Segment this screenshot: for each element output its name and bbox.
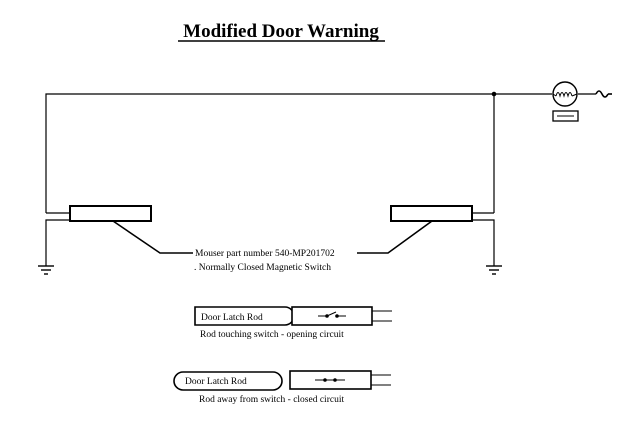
magnetic-switch (291, 306, 373, 326)
door-latch-rod-label: Door Latch Rod (185, 377, 247, 387)
page-title: Modified Door Warning (183, 21, 379, 42)
example-caption: Rod touching switch - opening circuit (200, 330, 344, 340)
switch-leads (371, 374, 391, 386)
switch-contact-icon (318, 311, 346, 318)
ground-symbol-icon (486, 265, 502, 275)
left-magnetic-switch (69, 205, 152, 222)
right-magnetic-switch (390, 205, 473, 222)
warning-lamp-icon (552, 81, 579, 122)
switch-part-number: Mouser part number 540-MP201702 (195, 249, 335, 259)
example-closed-circuit: Door Latch Rod Rod away from switch - cl… (173, 370, 391, 405)
switch-contact-icon (315, 378, 345, 382)
example-open-circuit: Door Latch Rod Rod touching switch - ope… (194, 306, 392, 340)
example-caption: Rod away from switch - closed circuit (199, 394, 344, 405)
circuit-wiring (45, 93, 596, 266)
ac-source-icon (595, 90, 612, 98)
ground-symbol-icon (38, 265, 54, 275)
switch-leads (372, 310, 392, 322)
door-latch-rod (173, 371, 283, 391)
door-latch-rod-label: Door Latch Rod (201, 313, 263, 323)
junction-dot (491, 91, 497, 97)
callout-leader-lines (112, 220, 433, 254)
switch-description: . Normally Closed Magnetic Switch (194, 263, 331, 273)
